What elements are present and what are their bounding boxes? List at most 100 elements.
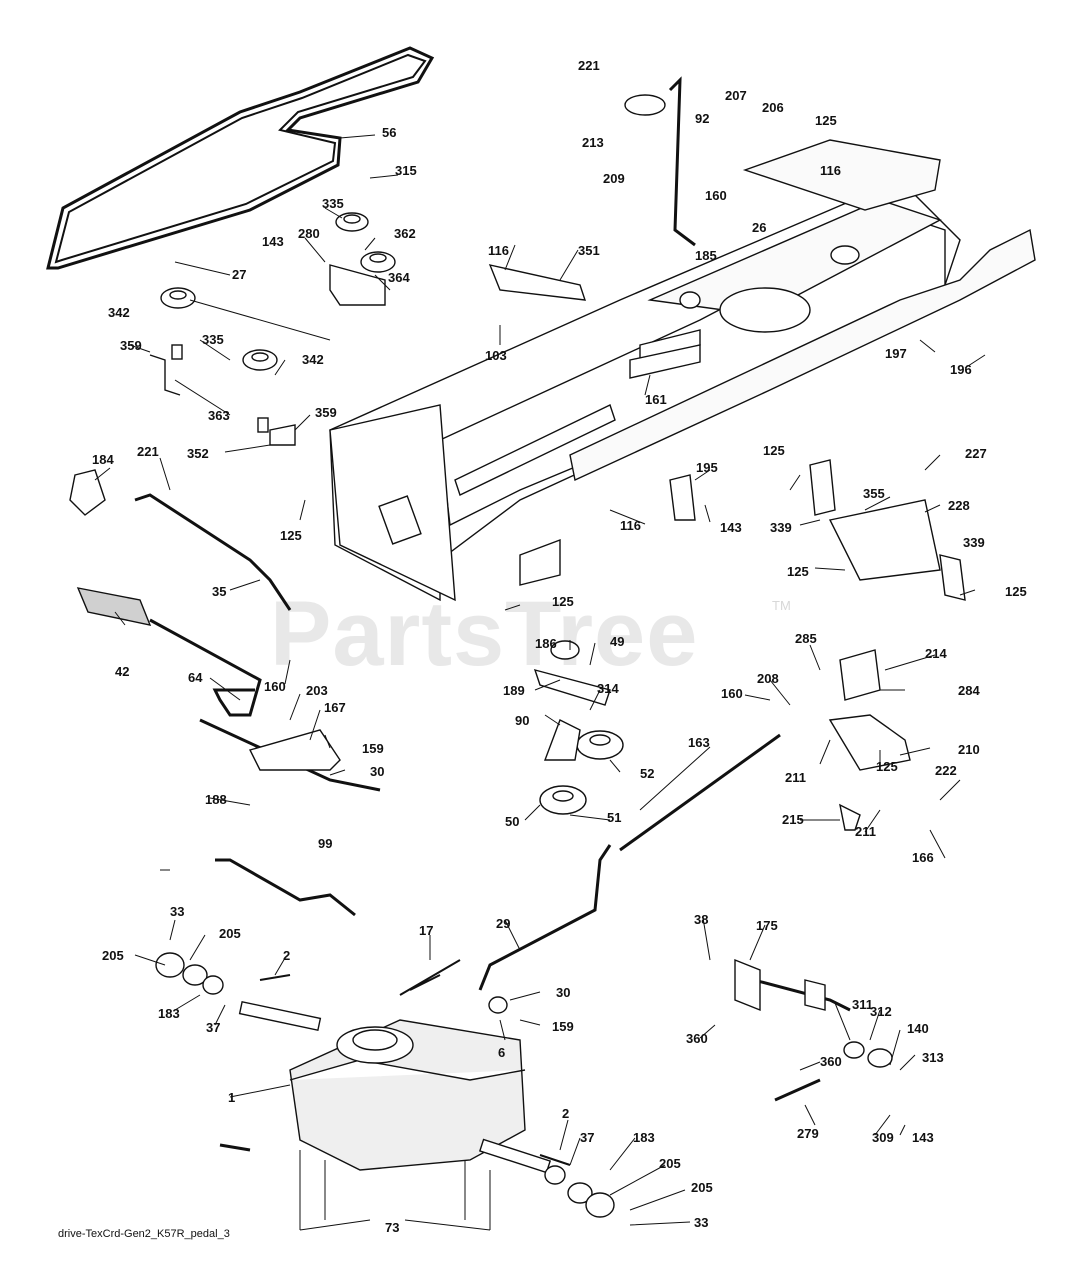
- part-callout-35: 35: [212, 584, 226, 599]
- part-callout-103: 103: [485, 348, 507, 363]
- part-callout-359: 359: [120, 338, 142, 353]
- part-callout-30: 30: [556, 985, 570, 1000]
- part-callout-92: 92: [695, 111, 709, 126]
- part-callout-2: 2: [562, 1106, 569, 1121]
- part-callout-205: 205: [219, 926, 241, 941]
- part-callout-185: 185: [695, 248, 717, 263]
- part-callout-207: 207: [725, 88, 747, 103]
- part-callout-49: 49: [610, 634, 624, 649]
- part-callout-38: 38: [694, 912, 708, 927]
- part-callout-50: 50: [505, 814, 519, 829]
- part-callout-161: 161: [645, 392, 667, 407]
- part-callout-221: 221: [578, 58, 600, 73]
- part-callout-362: 362: [394, 226, 416, 241]
- pulleys: [149, 212, 624, 815]
- part-callout-221: 221: [137, 444, 159, 459]
- part-callout-351: 351: [578, 243, 600, 258]
- part-callout-1: 1: [228, 1090, 235, 1105]
- part-callout-342: 342: [108, 305, 130, 320]
- part-callout-342: 342: [302, 352, 324, 367]
- part-callout-27: 27: [232, 267, 246, 282]
- part-callout-26: 26: [752, 220, 766, 235]
- part-callout-125: 125: [787, 564, 809, 579]
- part-callout-37: 37: [206, 1020, 220, 1035]
- part-callout-160: 160: [705, 188, 727, 203]
- part-callout-30: 30: [370, 764, 384, 779]
- part-callout-143: 143: [912, 1130, 934, 1145]
- part-callout-17: 17: [419, 923, 433, 938]
- part-callout-309: 309: [872, 1130, 894, 1145]
- part-callout-206: 206: [762, 100, 784, 115]
- part-callout-209: 209: [603, 171, 625, 186]
- part-callout-175: 175: [756, 918, 778, 933]
- part-callout-205: 205: [102, 948, 124, 963]
- part-callout-279: 279: [797, 1126, 819, 1141]
- linkages: [134, 76, 966, 1152]
- part-callout-160: 160: [721, 686, 743, 701]
- part-callout-33: 33: [170, 904, 184, 919]
- part-callout-285: 285: [795, 631, 817, 646]
- part-callout-364: 364: [388, 270, 410, 285]
- part-callout-116: 116: [488, 243, 509, 258]
- part-callout-313: 313: [922, 1050, 944, 1065]
- leader-lines: [94, 134, 986, 1231]
- part-callout-6: 6: [498, 1045, 505, 1060]
- part-callout-363: 363: [208, 408, 230, 423]
- part-callout-159: 159: [552, 1019, 574, 1034]
- part-callout-99: 99: [318, 836, 332, 851]
- part-callout-352: 352: [187, 446, 209, 461]
- part-callout-183: 183: [158, 1006, 180, 1021]
- part-callout-314: 314: [597, 681, 619, 696]
- part-callout-116: 116: [820, 163, 841, 178]
- part-callout-359: 359: [315, 405, 337, 420]
- part-callout-140: 140: [907, 1021, 929, 1036]
- drive-belt: [46, 46, 435, 270]
- part-callout-196: 196: [950, 362, 972, 377]
- part-callout-339: 339: [770, 520, 792, 535]
- part-callout-125: 125: [763, 443, 785, 458]
- part-callout-37: 37: [580, 1130, 594, 1145]
- part-callout-184: 184: [92, 452, 114, 467]
- part-callout-183: 183: [633, 1130, 655, 1145]
- part-callout-52: 52: [640, 766, 654, 781]
- part-callout-125: 125: [1005, 584, 1027, 599]
- part-callout-205: 205: [659, 1156, 681, 1171]
- misc-parts: [69, 94, 893, 1218]
- part-callout-143: 143: [262, 234, 284, 249]
- part-callout-90: 90: [515, 713, 529, 728]
- part-callout-211: 211: [785, 770, 806, 785]
- part-callout-195: 195: [696, 460, 718, 475]
- part-callout-311: 311: [852, 997, 873, 1012]
- part-callout-143: 143: [720, 520, 742, 535]
- callout-labels: 2212132072061259220916011626185563153352…: [92, 58, 1027, 1235]
- part-callout-213: 213: [582, 135, 604, 150]
- part-callout-228: 228: [948, 498, 970, 513]
- part-callout-125: 125: [876, 759, 898, 774]
- part-callout-189: 189: [503, 683, 525, 698]
- part-callout-2: 2: [283, 948, 290, 963]
- part-callout-64: 64: [188, 670, 203, 685]
- tractor-frame: [329, 139, 1036, 602]
- part-callout-360: 360: [820, 1054, 842, 1069]
- part-callout-51: 51: [607, 810, 621, 825]
- part-callout-29: 29: [496, 916, 510, 931]
- part-callout-360: 360: [686, 1031, 708, 1046]
- part-callout-335: 335: [322, 196, 344, 211]
- part-callout-339: 339: [963, 535, 985, 550]
- part-callout-197: 197: [885, 346, 907, 361]
- transmission: [238, 1000, 552, 1230]
- part-callout-56: 56: [382, 125, 396, 140]
- part-callout-335: 335: [202, 332, 224, 347]
- part-callout-227: 227: [965, 446, 987, 461]
- part-callout-210: 210: [958, 742, 980, 757]
- part-callout-33: 33: [694, 1215, 708, 1230]
- watermark: PartsTree: [270, 583, 698, 685]
- part-callout-160: 160: [264, 679, 286, 694]
- part-callout-215: 215: [782, 812, 804, 827]
- part-callout-186: 186: [535, 636, 557, 651]
- part-callout-203: 203: [306, 683, 328, 698]
- diagram-caption: drive-TexCrd-Gen2_K57R_pedal_3: [58, 1228, 230, 1240]
- part-callout-211: 211: [855, 824, 876, 839]
- part-callout-159: 159: [362, 741, 384, 756]
